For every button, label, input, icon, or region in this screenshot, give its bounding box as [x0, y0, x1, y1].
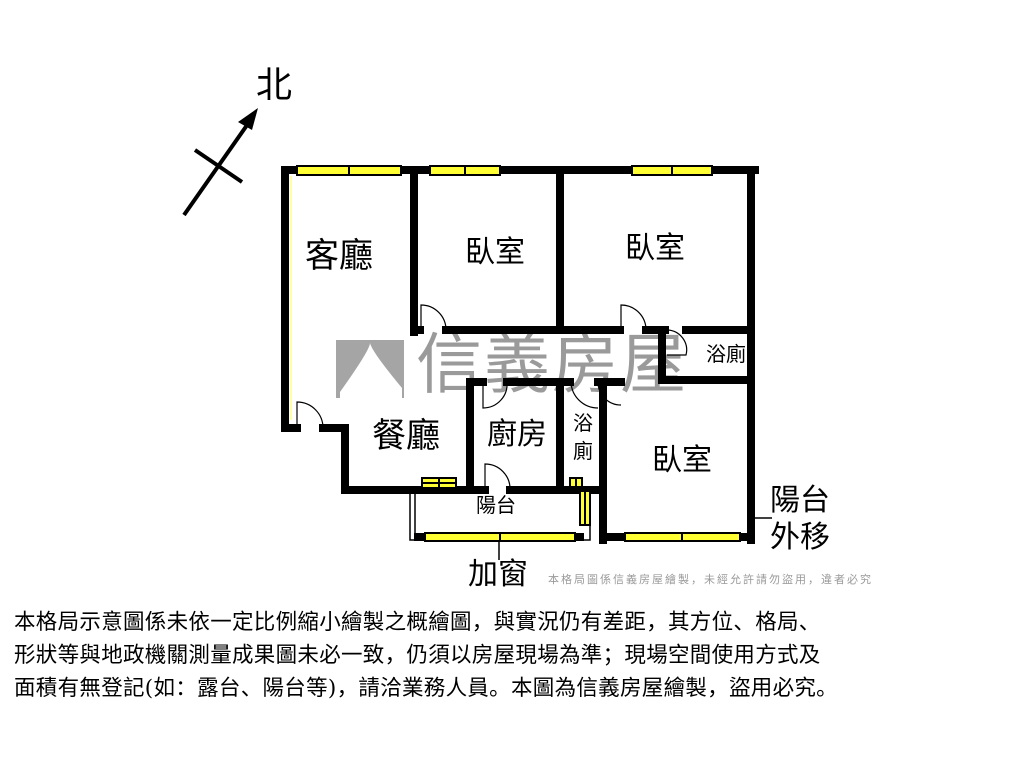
room-dining-room: 餐廳 — [372, 416, 440, 456]
annotation-added-window: 加窗 — [468, 557, 528, 592]
room-kitchen: 廚房 — [487, 417, 547, 452]
windows — [296, 165, 741, 542]
room-bedroom-2: 臥室 — [625, 231, 685, 266]
watermark-brand: 信義房屋 — [416, 326, 688, 403]
walls — [281, 166, 759, 544]
room-bathroom-2-top: 浴 — [573, 411, 593, 435]
room-balcony: 陽台 — [476, 493, 516, 517]
disclaimer-line-3: 面積有無登記(如：露台、陽台等)，請洽業務人員。本圖為信義房屋繪製，盜用必究。 — [14, 676, 838, 701]
compass-north-label: 北 — [256, 65, 293, 106]
room-bathroom-2-bottom: 廁 — [573, 439, 593, 463]
watermark-notice: 本格局圖係信義房屋繪製，未經允許請勿盜用，違者必究 — [548, 573, 873, 586]
room-living-room: 客廳 — [305, 236, 373, 276]
room-bedroom-3: 臥室 — [652, 443, 712, 478]
room-bathroom-1: 浴廁 — [706, 342, 746, 366]
room-bedroom-1: 臥室 — [465, 235, 525, 270]
annotation-balcony-moved-2: 外移 — [770, 520, 830, 555]
compass-arrow-icon — [182, 116, 254, 217]
doors — [296, 304, 688, 491]
disclaimer-line-2: 形狀等與地政機關測量成果圖未必一致，仍須以房屋現場為準；現場空間使用方式及 — [14, 643, 821, 668]
compass-arrowhead — [238, 108, 258, 130]
annotation-balcony-moved-1: 陽台 — [770, 483, 830, 518]
disclaimer-line-1: 本格局示意圖係未依一定比例縮小繪製之概繪圖，與實況仍有差距，其方位、格局、 — [14, 610, 821, 635]
